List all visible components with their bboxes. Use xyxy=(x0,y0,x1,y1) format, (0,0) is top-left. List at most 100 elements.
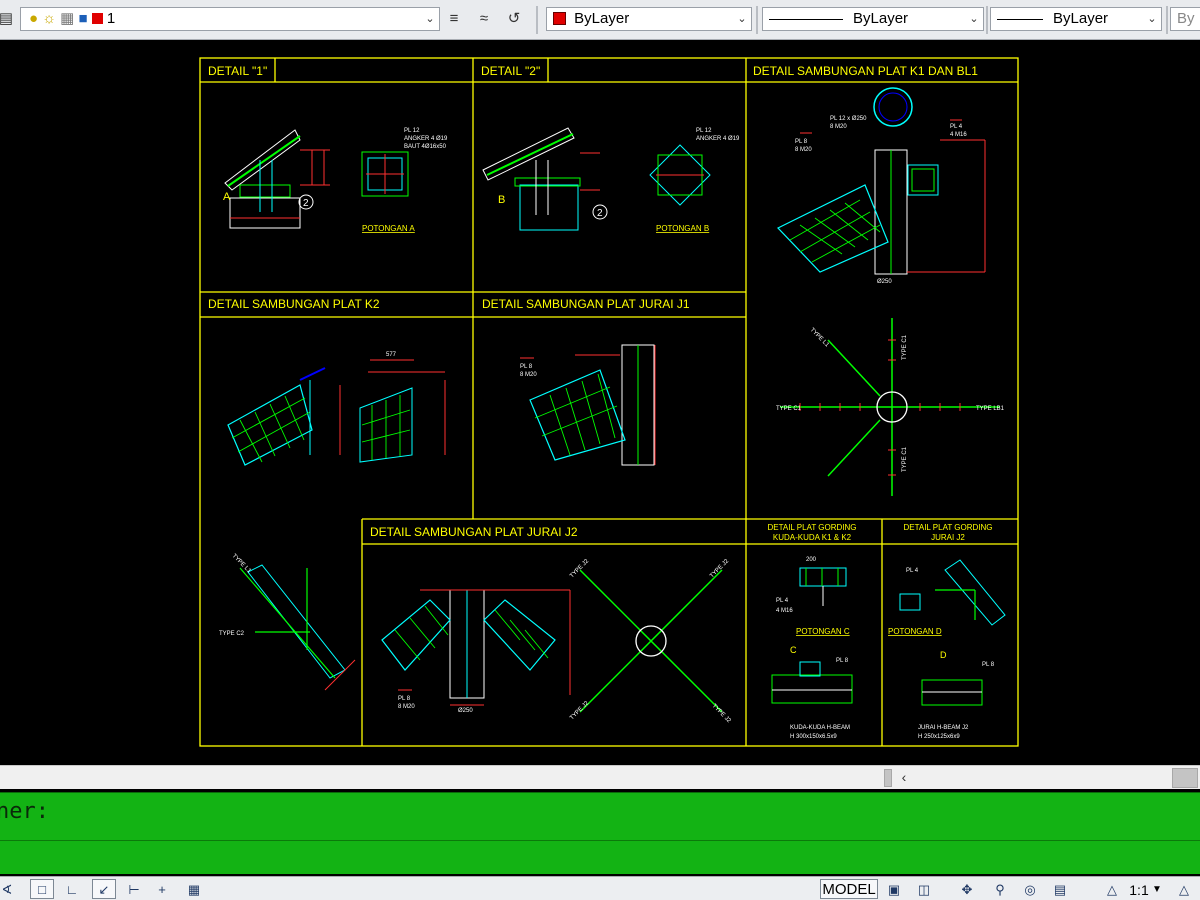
color-swatch-icon xyxy=(553,12,566,25)
k1-bl1-drawing: PL 12 x Ø250 8 M20 xyxy=(777,87,986,285)
color-value: ByLayer xyxy=(574,10,630,27)
potongan-c-label: POTONGAN C xyxy=(796,627,850,636)
label-type-j2-b: TYPE J2 xyxy=(709,558,730,579)
k2-drawing: 577 xyxy=(227,352,446,466)
section-mark-b: B xyxy=(498,194,505,206)
lineweight-sample xyxy=(997,18,1043,20)
label-type-lb1: TYPE LB1 xyxy=(976,406,1005,412)
label-type-l1: TYPE L1 xyxy=(809,327,831,349)
layer-previous-icon[interactable]: ↺ xyxy=(507,10,521,27)
horizontal-scrollbar[interactable]: ‹ xyxy=(0,765,1200,789)
grid-icon[interactable]: □ xyxy=(30,879,54,899)
layer-dropdown[interactable]: ● ☼ ▦ ■ 1 ⌄ xyxy=(20,7,440,31)
freeze-viewport-icon[interactable]: ▦ xyxy=(60,10,75,27)
note-baut-m20: 8 M20 xyxy=(795,147,812,153)
zoom-icon[interactable]: ⚲ xyxy=(995,882,1005,897)
note-pl8-gj: PL 8 xyxy=(982,662,995,668)
dim-250-j2: Ø250 xyxy=(458,708,473,714)
note-anchor-b: ANGKER 4 Ø19 xyxy=(696,136,740,142)
potongan-b-label: POTONGAN B xyxy=(656,224,709,233)
label-type-l1-b: TYPE L1 xyxy=(231,553,253,575)
lineweight-toggle-icon[interactable]: + xyxy=(158,882,166,897)
layer-color-icon xyxy=(91,13,103,24)
pan-icon[interactable]: ✥ xyxy=(961,882,973,897)
toolbar-divider xyxy=(986,6,988,34)
ortho-icon[interactable]: ∟ xyxy=(65,882,79,897)
drawing-frame xyxy=(199,57,1019,747)
label-type-c1-v2: TYPE C1 xyxy=(902,446,908,472)
linetype-dropdown[interactable]: ByLayer ⌄ xyxy=(762,7,984,31)
layer-properties-icon[interactable]: ▤ xyxy=(0,10,14,27)
layout-grid-icon[interactable]: ▣ xyxy=(887,882,901,897)
plotstyle-dropdown[interactable]: By xyxy=(1170,7,1200,31)
polar-tracking-icon[interactable]: ↙ xyxy=(92,879,116,899)
color-dropdown[interactable]: ByLayer ⌄ xyxy=(546,7,752,31)
label-type-j2-c: TYPE J2 xyxy=(569,700,590,721)
note-pl4-gk: PL 4 xyxy=(776,598,789,604)
gording-k-title: DETAIL PLAT GORDING xyxy=(767,523,856,532)
lineweight-dropdown[interactable]: ByLayer ⌄ xyxy=(990,7,1162,31)
j1-drawing: PL 8 8 M20 xyxy=(520,344,656,466)
dim-200: 200 xyxy=(806,557,817,563)
note-pl8-j1: PL 8 xyxy=(520,364,533,370)
section-mark-c: C xyxy=(790,645,797,655)
model-space-button[interactable]: MODEL xyxy=(820,879,878,899)
make-current-icon[interactable]: ≡ xyxy=(449,10,459,27)
j2-title: DETAIL SAMBUNGAN PLAT JURAI J2 xyxy=(370,525,578,539)
note-pl4-gj: PL 4 xyxy=(906,568,919,574)
note-pl4: PL 4 xyxy=(950,124,963,130)
note-baut-m20-j1: 8 M20 xyxy=(520,372,537,378)
note-pl8: PL 8 xyxy=(795,139,808,145)
note-pl8-gk: PL 8 xyxy=(836,658,849,664)
label-type-c1: TYPE C1 xyxy=(776,406,802,412)
cad-drawing[interactable]: DETAIL "1" DETAIL "2" DETAIL SAMBUNGAN P… xyxy=(0,41,1200,759)
j2-drawing: Ø250 PL 8 8 M20 TYPE J2 TYPE J2 TYPE J2 … xyxy=(381,558,732,725)
note-anchor: ANGKER 4 Ø19 xyxy=(404,136,448,142)
detail-2-drawing: 2 B PL 12 ANGKER 4 Ø19 POTONGAN B xyxy=(482,127,740,233)
properties-icon[interactable]: ▦ xyxy=(187,882,201,897)
section-mark-a: A xyxy=(223,191,231,203)
showmotion-icon[interactable]: ▤ xyxy=(1053,882,1067,897)
star-node-drawing: TYPE C1 TYPE LB1 TYPE L1 TYPE C1 TYPE C1 xyxy=(776,318,1005,496)
annotation-visibility-icon[interactable]: △ xyxy=(1179,882,1189,897)
chevron-down-icon[interactable]: ⌄ xyxy=(969,13,979,25)
match-layer-icon[interactable]: ≈ xyxy=(479,10,489,27)
scroll-left-icon[interactable]: ‹ xyxy=(901,769,907,785)
object-snap-icon[interactable]: ⊢ xyxy=(128,882,140,897)
lock-icon[interactable]: ■ xyxy=(78,10,88,27)
callout-2b: 2 xyxy=(597,208,603,219)
viewports-icon[interactable]: ◫ xyxy=(917,882,931,897)
sun-icon[interactable]: ☼ xyxy=(42,10,56,27)
snap-icon[interactable]: ∢ xyxy=(1,882,13,897)
chevron-down-icon[interactable]: ⌄ xyxy=(1147,13,1157,25)
toolbar-divider xyxy=(1166,6,1168,34)
gording-j-subtitle: JURAI J2 xyxy=(931,533,965,542)
scroll-right-button[interactable] xyxy=(1172,768,1198,788)
lightbulb-icon[interactable]: ● xyxy=(29,10,39,27)
scrollbar-thumb[interactable] xyxy=(884,769,892,787)
label-type-j2-a: TYPE J2 xyxy=(569,558,590,579)
detail-2-title: DETAIL "2" xyxy=(481,64,540,78)
note-baut: BAUT 4Ø16x50 xyxy=(404,144,447,150)
linetype-value: ByLayer xyxy=(853,10,909,27)
chevron-down-icon[interactable]: ⌄ xyxy=(425,13,435,25)
detail-1-title: DETAIL "1" xyxy=(208,64,267,78)
chevron-down-icon[interactable]: ⌄ xyxy=(737,13,747,25)
steering-wheel-icon[interactable]: ◎ xyxy=(1024,882,1036,897)
section-mark-d: D xyxy=(940,650,947,660)
drawing-canvas[interactable]: DETAIL "1" DETAIL "2" DETAIL SAMBUNGAN P… xyxy=(0,41,1200,759)
annotation-scale-value[interactable]: 1:1 xyxy=(1129,882,1149,898)
note-pl8-j2: PL 8 xyxy=(398,696,411,702)
annotation-scale-icon[interactable]: △ xyxy=(1107,882,1117,897)
chevron-down-icon[interactable]: ▼ xyxy=(1152,884,1162,895)
command-history: ner: xyxy=(0,799,49,824)
detail-1-drawing: 2 A PL 12 ANGKER 4 Ø19 BAUT 4Ø16x50 POTO… xyxy=(223,128,448,233)
note-kuda-beam: KUDA-KUDA H-BEAM xyxy=(790,725,850,731)
note-jurai-size: H 250x125x6x9 xyxy=(918,734,960,740)
j1-title: DETAIL SAMBUNGAN PLAT JURAI J1 xyxy=(482,297,690,311)
command-line[interactable]: ner: xyxy=(0,792,1200,874)
note-pl12-b: PL 12 xyxy=(696,128,712,134)
toolbar-divider xyxy=(756,6,758,34)
layer-name: 1 xyxy=(106,10,116,27)
